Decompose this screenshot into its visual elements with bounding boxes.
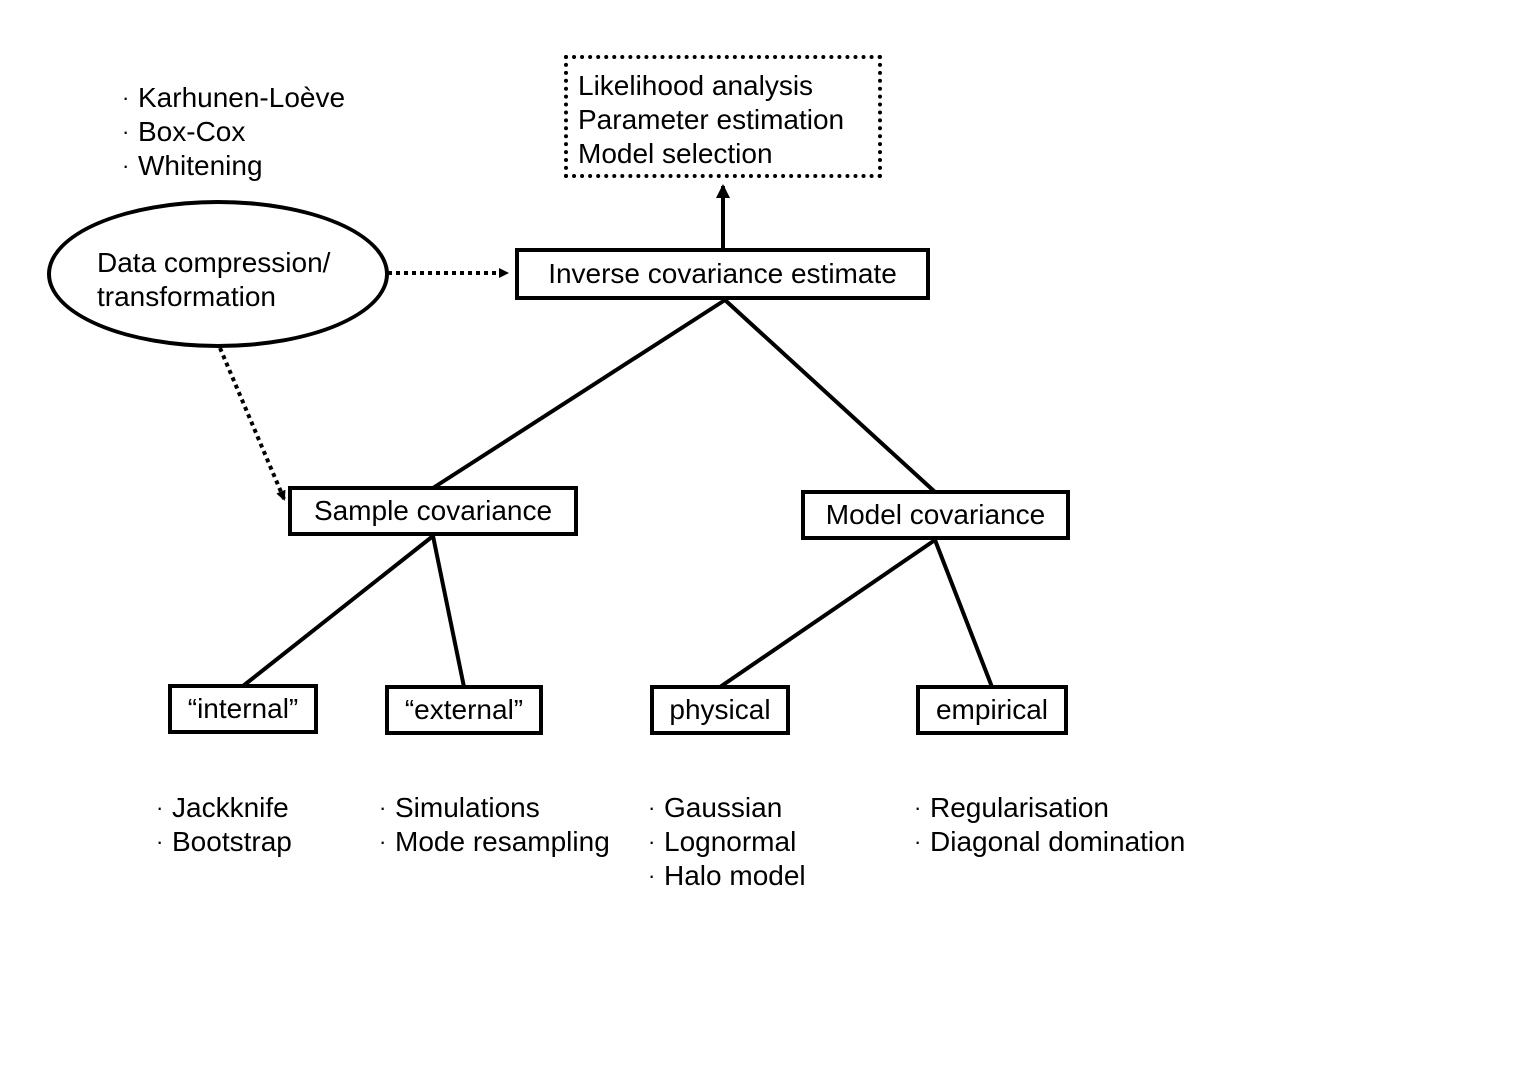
list-item: ·Bootstrap (156, 826, 292, 857)
edge-model-physical (718, 538, 937, 689)
bullet-icon: · (648, 795, 656, 820)
bullet-icon: · (156, 795, 164, 820)
edge-inverse-model (723, 298, 937, 494)
arrow-compression-to-sample (218, 347, 286, 501)
edge-sample-external (431, 535, 466, 688)
bullet-icon: · (914, 795, 922, 820)
list-item: ·Box-Cox (122, 116, 246, 147)
internal-methods-list: ·Jackknife ·Bootstrap (156, 791, 292, 859)
outcome-model-selection: Model selection (578, 138, 773, 169)
list-item: ·Simulations (379, 792, 540, 823)
edge-model-empirical (933, 539, 994, 688)
outcome-parameter-estimation: Parameter estimation (578, 104, 845, 135)
edge-inverse-sample (431, 298, 727, 490)
list-item: ·Lognormal (648, 826, 797, 857)
model-covariance-label: Model covariance (825, 499, 1046, 530)
sample-covariance-label: Sample covariance (313, 495, 553, 526)
bullet-icon: · (648, 863, 656, 888)
physical-box: physical (650, 685, 790, 735)
bullet-icon: · (156, 829, 164, 854)
data-compression-ellipse: Data compression/ transformation (47, 200, 389, 348)
list-item: ·Gaussian (648, 792, 783, 823)
list-item: ·Diagonal domination (914, 826, 1186, 857)
external-box: “external” (385, 685, 543, 735)
physical-methods-list: ·Gaussian ·Lognormal ·Halo model (648, 791, 806, 893)
compression-label-line2: transformation (97, 281, 276, 312)
bullet-icon: · (379, 795, 387, 820)
outcome-likelihood-analysis: Likelihood analysis (578, 70, 814, 101)
empirical-box: empirical (916, 685, 1068, 735)
empirical-label: empirical (935, 694, 1049, 725)
external-methods-list: ·Simulations ·Mode resampling (379, 791, 610, 859)
bullet-icon: · (914, 829, 922, 854)
internal-box: “internal” (168, 684, 318, 734)
inverse-covariance-label: Inverse covariance estimate (548, 258, 897, 289)
bullet-icon: · (648, 829, 656, 854)
bullet-icon: · (122, 119, 130, 144)
list-item: ·Mode resampling (379, 826, 610, 857)
compression-methods-list: ·Karhunen-Loève ·Box-Cox ·Whitening (122, 81, 345, 183)
internal-label: “internal” (187, 693, 299, 724)
external-label: “external” (404, 694, 524, 725)
bullet-icon: · (122, 85, 130, 110)
sample-covariance-box: Sample covariance (288, 486, 578, 536)
outcomes-box: Likelihood analysis Parameter estimation… (564, 55, 882, 178)
list-item: ·Regularisation (914, 792, 1109, 823)
bullet-icon: · (379, 829, 387, 854)
empirical-methods-list: ·Regularisation ·Diagonal domination (914, 791, 1185, 859)
list-item: ·Jackknife (156, 792, 289, 823)
list-item: ·Halo model (648, 860, 806, 891)
compression-label-line1: Data compression/ (97, 247, 331, 278)
model-covariance-box: Model covariance (801, 490, 1070, 540)
edge-sample-internal (241, 534, 435, 688)
list-item: ·Karhunen-Loève (122, 82, 346, 113)
bullet-icon: · (122, 153, 130, 178)
list-item: ·Whitening (122, 150, 263, 181)
physical-label: physical (669, 694, 771, 725)
inverse-covariance-box: Inverse covariance estimate (515, 248, 930, 300)
